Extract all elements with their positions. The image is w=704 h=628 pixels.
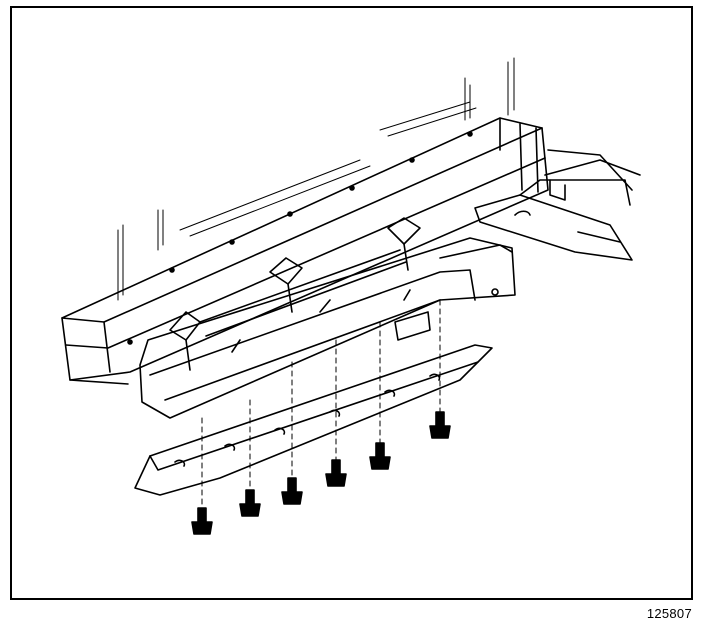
bolt [369,442,391,470]
bumper-impact-bar [61,117,549,385]
frame-rail [474,149,641,261]
bolt [325,459,347,487]
energy-absorber-bracket [139,217,516,419]
alignment-lines [201,299,441,516]
figure-number: 125807 [646,606,692,621]
bolt [191,507,213,535]
bolt [239,489,261,517]
lower-air-deflector [134,344,493,496]
bolt [281,477,303,505]
bolt [429,411,451,439]
background-hatching [117,57,515,301]
bolts [191,411,451,535]
